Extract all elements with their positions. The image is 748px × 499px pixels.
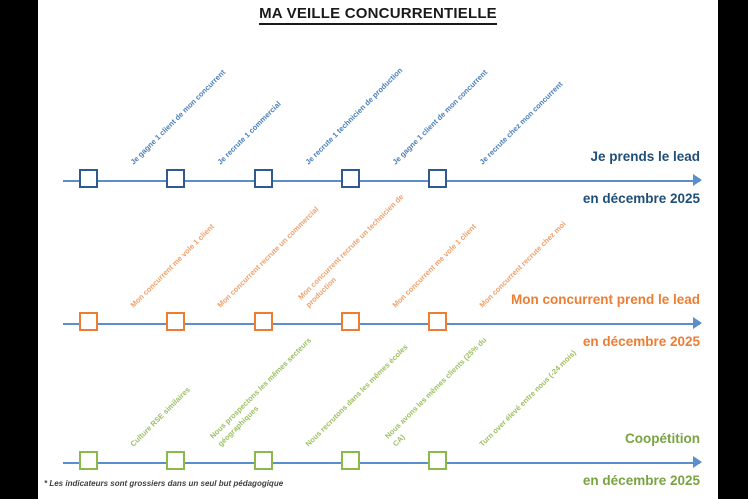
milestone-label-wrap: Nous recrutons dans les mêmes écoles [304, 337, 410, 449]
timeline-axis [63, 180, 700, 182]
milestone-marker[interactable] [79, 169, 98, 188]
milestone-label-wrap: Mon concurrent recrute un technicien de … [296, 192, 405, 310]
milestone-marker[interactable] [254, 312, 273, 331]
timeline-subheading: en décembre 2025 [582, 334, 700, 349]
milestone-marker[interactable] [166, 169, 185, 188]
timeline-axis [63, 323, 700, 325]
milestone-label-wrap: Mon concurrent me vole 1 client [129, 198, 216, 310]
footnote: * Les indicateurs sont grossiers dans un… [44, 479, 284, 488]
timeline-subheading: en décembre 2025 [582, 473, 700, 488]
timeline-heading: Mon concurrent prend le lead [510, 292, 700, 307]
timeline-axis [63, 462, 700, 464]
milestone-label-wrap: Je recrute 1 technicien de production [304, 55, 405, 167]
milestone-marker[interactable] [428, 169, 447, 188]
milestone-label-wrap: Je recrute 1 commercial [216, 55, 283, 167]
milestone-label-wrap: Culture RSE similaires [129, 337, 192, 449]
slide-canvas: MA VEILLE CONCURRENTIELLE Je gagne 1 cli… [38, 0, 718, 499]
timeline-coopetition: Culture RSE similaires Nous prospectons … [38, 335, 718, 488]
milestone-marker[interactable] [428, 312, 447, 331]
page-title: MA VEILLE CONCURRENTIELLE [38, 5, 718, 25]
timeline-heading: Je prends le lead [590, 149, 700, 164]
milestone-marker[interactable] [166, 451, 185, 470]
milestone-marker[interactable] [166, 312, 185, 331]
milestone-marker[interactable] [254, 451, 273, 470]
arrow-head-icon [693, 456, 702, 468]
arrow-head-icon [693, 174, 702, 186]
milestone-label-wrap: Mon concurrent recrute un commercial [216, 198, 321, 310]
milestone-label-wrap: Nous prospectons les mêmes secteurs géog… [208, 336, 313, 449]
milestone-label-wrap: Je gagne 1 client de mon concurrent [129, 55, 228, 167]
milestone-marker[interactable] [254, 169, 273, 188]
milestone-marker[interactable] [341, 312, 360, 331]
timeline-subheading: en décembre 2025 [582, 191, 700, 206]
page-title-text: MA VEILLE CONCURRENTIELLE [259, 5, 497, 25]
milestone-marker[interactable] [79, 312, 98, 331]
timeline-heading: Coopétition [625, 431, 700, 446]
timeline-concurrent-prend-le-lead: Mon concurrent me vole 1 client Mon conc… [38, 192, 718, 349]
milestone-marker[interactable] [428, 451, 447, 470]
milestone-marker[interactable] [341, 169, 360, 188]
milestone-marker[interactable] [341, 451, 360, 470]
arrow-head-icon [693, 317, 702, 329]
milestone-marker[interactable] [79, 451, 98, 470]
timeline-prends-le-lead: Je gagne 1 client de mon concurrent Je r… [38, 55, 718, 206]
